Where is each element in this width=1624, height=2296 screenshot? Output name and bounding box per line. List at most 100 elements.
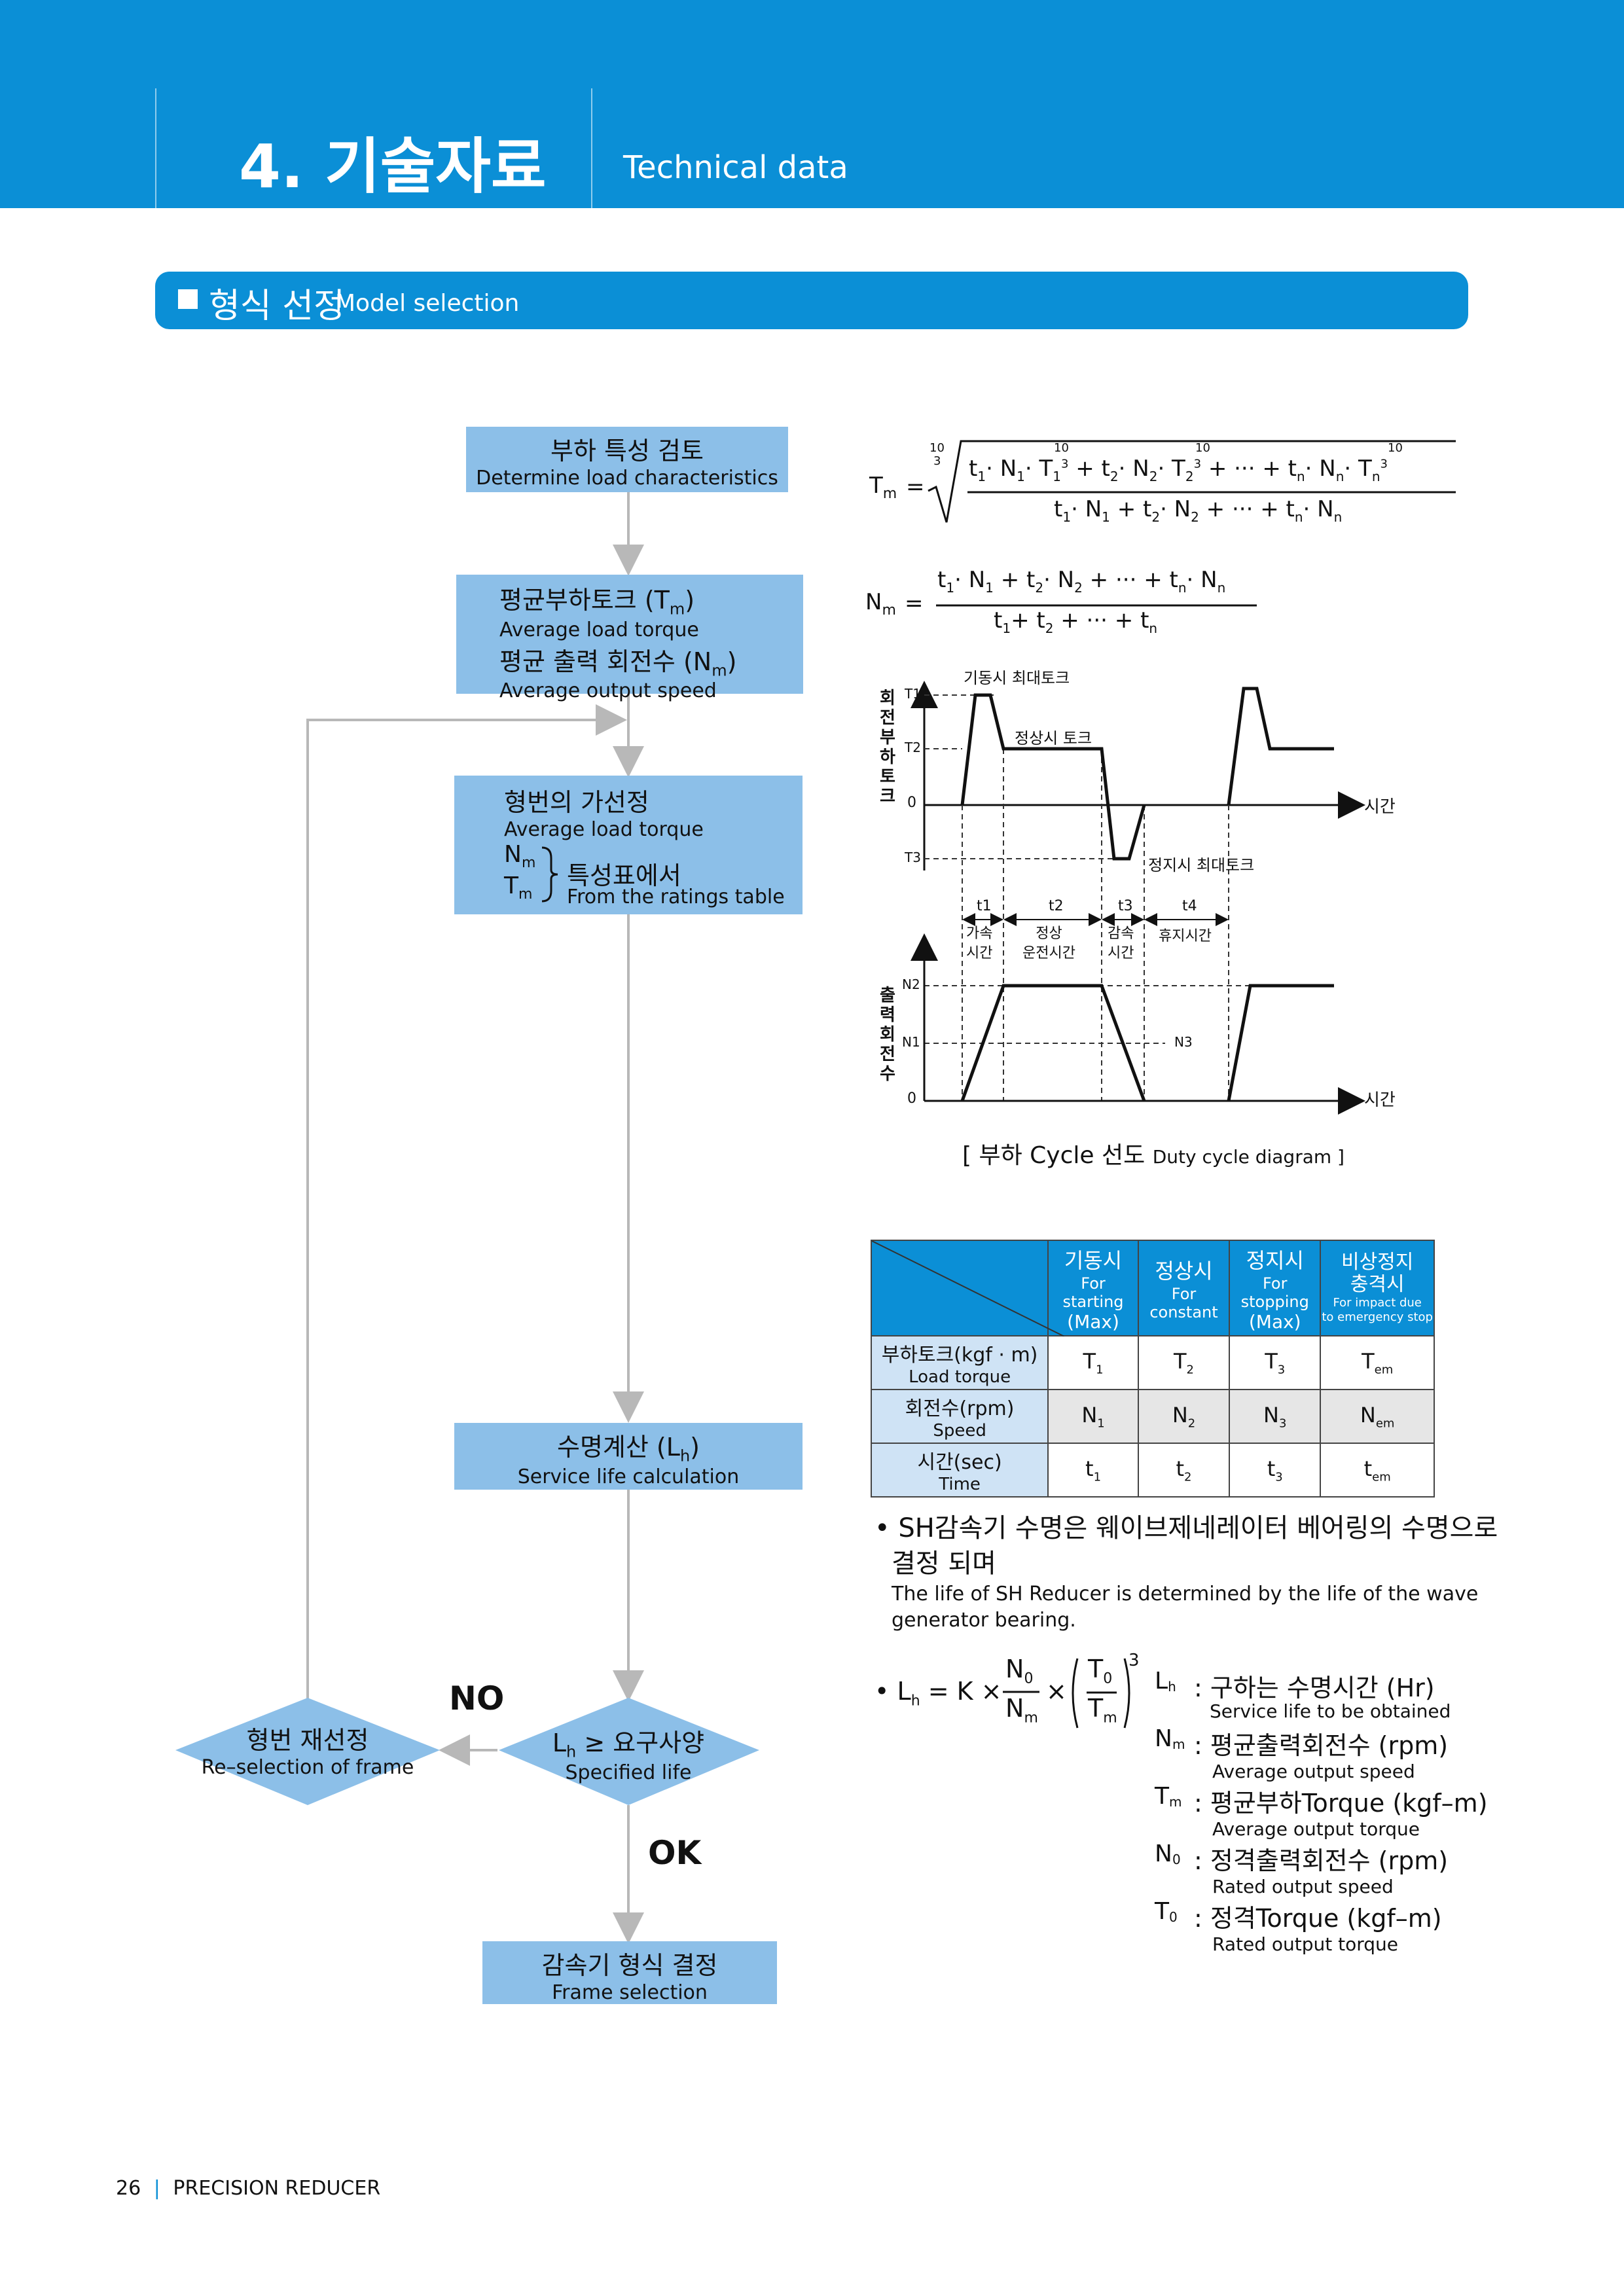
root-index-top: 10 (929, 441, 945, 455)
zero-torque: 0 (907, 795, 916, 811)
nm-lhs-sub: m (882, 601, 896, 619)
speed-axis-label: 출력회전수 (880, 986, 895, 1084)
flow-box-average-values: 평균부하토크 (Tm) Average load torque 평균 출력 회전… (456, 575, 803, 702)
box2-ko2-end: ) (727, 647, 737, 676)
box3-en: Average load torque (504, 818, 704, 841)
diamond-life-label: Lh ≥ 요구사양 Specified life (517, 1723, 740, 1784)
diamond-center-en: Specified life (565, 1761, 692, 1784)
diamond-left-ko: 형번 재선정 (246, 1726, 369, 1755)
formula-tm: Tm = 10 3 t1· N1· T13 + t2· N2· T23 + ··… (869, 432, 1458, 537)
parentheses-icon (1072, 1658, 1130, 1729)
formula-nm: Nm = t1· N1 + t2· N2 + ··· + tn· Nn t1+ … (865, 564, 1258, 643)
chapter-title: 4. 기술자료 (239, 132, 547, 202)
footer-separator: | (153, 2177, 160, 2200)
section-title-en: Model selection (335, 290, 520, 317)
page-footer: 26 | PRECISION REDUCER (116, 2177, 380, 2200)
life-note-en-2: generator bearing. (892, 1609, 1076, 1632)
legend-n0: N0 : 정격출력회전수 (rpm) Rated output speed (1155, 1840, 1449, 1897)
constant-label: 정상시 토크 (1015, 729, 1092, 747)
nm-fraction-bar (936, 604, 1257, 607)
diamond-left-en: Re–selection of frame (201, 1756, 414, 1779)
root-index-bottom: 3 (933, 454, 941, 468)
header-band (0, 0, 1624, 208)
time-label-torque: 시간 (1364, 797, 1396, 817)
diamond-center-l: L (552, 1729, 567, 1757)
col-header-start: 기동시 For starting (Max) (1047, 1240, 1139, 1336)
box4-ko: 수명계산 (L (557, 1433, 680, 1462)
caption-en: Duty cycle diagram ] (1152, 1146, 1344, 1168)
tm-lhs-sub: m (882, 485, 897, 502)
tm-exp-1: 10 (1054, 441, 1069, 455)
life-note-ko-1: • SH감속기 수명은 웨이브제네레이터 베어링의 수명으로 (875, 1507, 1498, 1545)
header-divider (155, 88, 156, 208)
box2-en1: Average load torque (499, 618, 699, 641)
nm-numerator: t1· N1 + t2· N2 + ··· + tn· Nn (937, 567, 1226, 596)
table-corner (870, 1240, 1064, 1336)
box3-tm: T (504, 872, 518, 899)
ok-label: OK (648, 1834, 702, 1872)
box3-tm-sub: m (518, 886, 533, 903)
life-formula: • Lh = K × N0 Nm × T0 Tm 3 (875, 1651, 1149, 1736)
square-bullet-icon (178, 289, 198, 309)
box4-sub: h (679, 1446, 691, 1465)
box3-nm: N (504, 841, 522, 868)
nm-lhs: N (865, 589, 882, 615)
tm-equals: = (906, 474, 925, 500)
start-max-label: 기동시 최대토크 (964, 669, 1070, 687)
col-header-emergency: 비상정지 충격시 For impact due to emergency sto… (1320, 1240, 1435, 1336)
diagram-caption: [ 부하 Cycle 선도 Duty cycle diagram ] (962, 1136, 1344, 1170)
section-title-ko: 형식 선정 (209, 287, 345, 326)
bullet-icon: • (875, 1513, 890, 1543)
tm-numerator: t1· N1· T13 + t2· N2· T23 + ··· + tn· Nn… (969, 456, 1388, 484)
diagonal-line (872, 1241, 1064, 1336)
box3-ko: 형번의 가선정 (504, 788, 649, 817)
footer-title: PRECISION REDUCER (173, 2177, 381, 2200)
n3-level: N3 (1174, 1034, 1193, 1050)
legend-tm: Tm : 평균부하Torque (kgf–m) Average output t… (1155, 1783, 1488, 1840)
col-header-stop: 정지시 For stopping (Max) (1229, 1240, 1322, 1336)
box3-from-en: From the ratings table (567, 886, 785, 908)
arrow-loop-back (306, 704, 627, 1703)
box2-en2: Average output speed (499, 679, 717, 703)
box2-sub1: m (669, 600, 685, 619)
legend-lh: Lh : 구하는 수명시간 (Hr) Service life to be ob… (1155, 1668, 1451, 1722)
period-t4: t4 (1182, 898, 1197, 914)
nm-equals: = (905, 590, 924, 617)
legend-nm: Nm : 평균출력회전수 (rpm) Average output speed (1155, 1725, 1449, 1782)
period-t1: t1 (977, 898, 992, 914)
tm-lhs: T (869, 473, 883, 499)
period-desc-rest: 휴지시간 (1159, 928, 1212, 944)
life-ko-1: SH감속기 수명은 웨이브제네레이터 베어링의 수명으로 (898, 1513, 1498, 1543)
page-number: 26 (116, 2177, 141, 2200)
duty-cycle-diagram (911, 681, 1365, 1115)
diamond-reselect (175, 1698, 440, 1805)
flow-box-provisional-frame: 형번의 가선정 Average load torque Nm Tm 특성표에서 … (454, 776, 803, 914)
box2-ko1: 평균부하토크 (T (499, 586, 670, 615)
box4-ko-end: ) (690, 1433, 700, 1462)
box3-nm-sub: m (521, 855, 536, 872)
caption-ko: [ 부하 Cycle 선도 (962, 1142, 1146, 1169)
header-divider (591, 88, 592, 208)
table-row-torque: 부하토크(kgf · m)Load torque T1 T2 T3 Tem (870, 1335, 1435, 1390)
section-bar: 형식 선정 Model selection (155, 272, 1468, 329)
period-desc-accel: 가속 시간 (966, 925, 993, 961)
flow-box-frame-selection: 감속기 형식 결정 Frame selection (482, 1941, 777, 2004)
flow-box-load-characteristics: 부하 특성 검토 Determine load characteristics (466, 427, 788, 492)
n2-level: N2 (902, 977, 920, 992)
life-note-en-1: The life of SH Reducer is determined by … (892, 1583, 1479, 1605)
t2-level: T2 (905, 740, 921, 755)
time-label-speed: 시간 (1364, 1090, 1396, 1110)
torque-axis-label: 회전부하토크 (880, 689, 895, 806)
no-label: NO (449, 1679, 505, 1717)
chapter-subtitle: Technical data (623, 149, 848, 186)
box5-ko: 감속기 형식 결정 (541, 1951, 718, 1980)
tm-exp-2: 10 (1195, 441, 1210, 455)
box4-en: Service life calculation (517, 1465, 740, 1488)
t3-level: T3 (905, 850, 921, 865)
diamond-center-sub: h (566, 1742, 577, 1761)
n1-level: N1 (902, 1034, 920, 1050)
box2-ko1-end: ) (685, 586, 695, 615)
diamond-life-check (499, 1698, 759, 1805)
period-desc-steady: 정상 운전시간 (1022, 925, 1075, 961)
zero-speed: 0 (907, 1090, 916, 1107)
